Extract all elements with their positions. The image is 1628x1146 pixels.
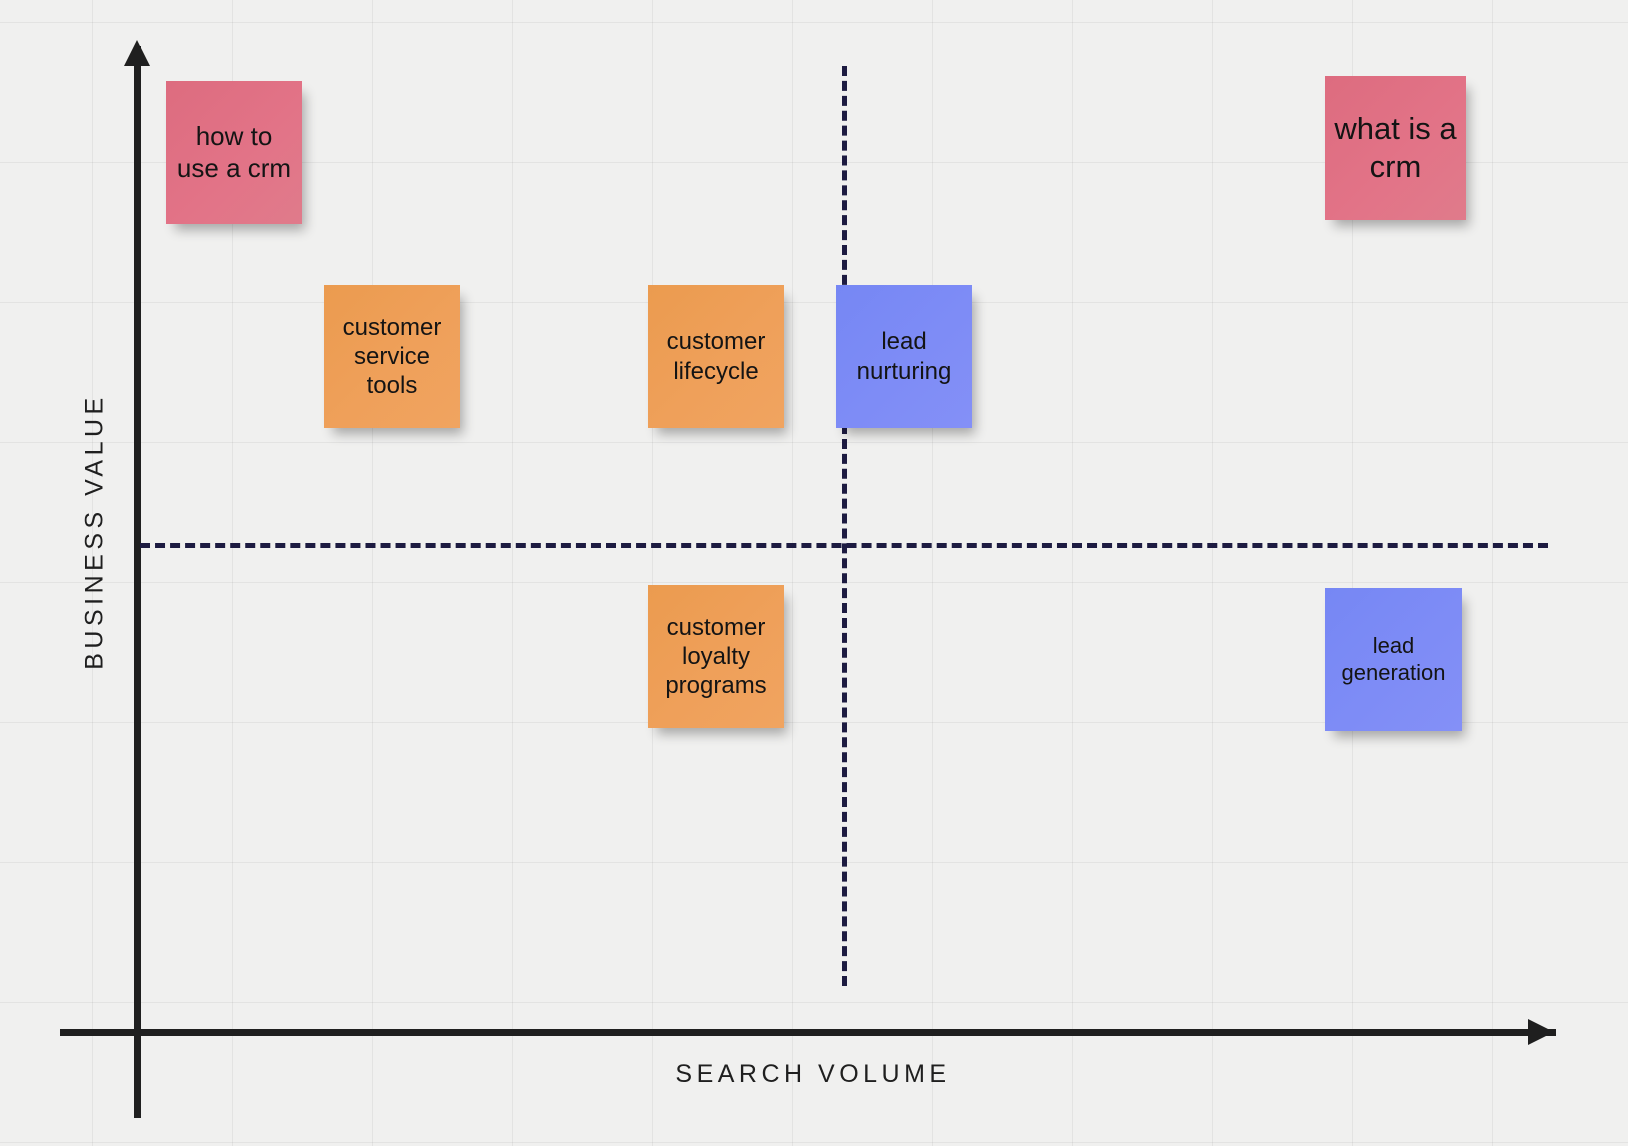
sticky-note-label: customer lifecycle: [666, 328, 766, 385]
x-axis-arrow-icon: [1528, 1019, 1554, 1045]
sticky-note[interactable]: customer service tools: [324, 285, 460, 428]
sticky-note[interactable]: lead nurturing: [836, 285, 972, 428]
sticky-note[interactable]: customer loyalty programs: [648, 585, 784, 728]
quadrant-divider-vertical: [842, 66, 847, 986]
sticky-note[interactable]: lead generation: [1325, 588, 1462, 731]
sticky-note-label: customer loyalty programs: [665, 613, 767, 700]
x-axis-title: SEARCH VOLUME: [675, 1060, 951, 1088]
y-axis-line: [134, 46, 141, 1118]
sticky-note[interactable]: how to use a crm: [166, 81, 302, 224]
sticky-note-label: lead nurturing: [856, 328, 952, 385]
sticky-note-label: how to use a crm: [176, 120, 292, 183]
sticky-note-label: what is a crm: [1334, 111, 1457, 184]
sticky-note[interactable]: what is a crm: [1325, 76, 1466, 220]
y-axis-arrow-icon: [124, 40, 150, 66]
sticky-note-label: customer service tools: [342, 313, 442, 400]
y-axis-title: BUSINESS VALUE: [80, 393, 109, 670]
x-axis-line: [60, 1029, 1556, 1036]
sticky-note-label: lead generation: [1341, 632, 1446, 685]
sticky-note[interactable]: customer lifecycle: [648, 285, 784, 428]
